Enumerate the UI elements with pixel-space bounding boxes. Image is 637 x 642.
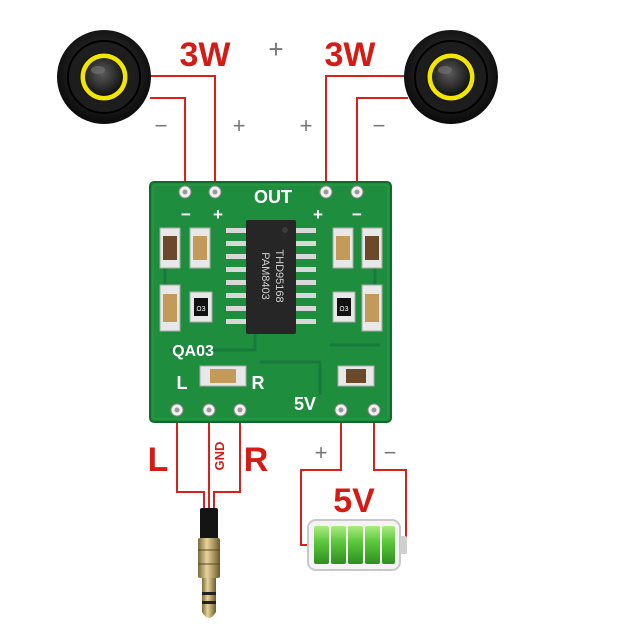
left-components: Ω3 [159, 227, 213, 332]
speaker-wires [150, 75, 408, 192]
audio-right-label: R [244, 441, 269, 479]
audio-jack-plug [198, 508, 220, 618]
board-out-plus-right: + [313, 205, 323, 224]
left-speaker-power-label: 3W [180, 36, 232, 74]
wire-left-speaker-plus [150, 75, 216, 192]
board-model-label: QA03 [172, 343, 214, 360]
input-wires [176, 410, 241, 510]
wire-right-speaker-plus [325, 75, 408, 192]
wire-left-speaker-minus [150, 97, 186, 192]
right-speaker-plus-label: + [300, 113, 313, 138]
left-speaker-plus-label: + [233, 113, 246, 138]
output-pads [178, 185, 364, 199]
left-speaker [57, 30, 151, 124]
chip-marking-line1: PAM8403 [259, 252, 271, 300]
plug-icon [200, 508, 218, 540]
battery [307, 519, 407, 571]
chip-marking-line2: THD95168 [273, 249, 285, 302]
wire-audio-left [176, 410, 205, 510]
power-plus-label: + [315, 440, 328, 465]
board-out-minus-left: − [181, 205, 191, 224]
board-input-right-label: R [252, 373, 265, 393]
board-input-left-label: L [177, 373, 188, 393]
wire-power-plus [300, 410, 342, 546]
left-speaker-minus-label: − [155, 113, 168, 138]
audio-gnd-label: GND [212, 442, 227, 471]
wire-audio-right [213, 410, 241, 510]
right-components: Ω3 [332, 227, 383, 332]
board-supply-label: 5V [294, 394, 316, 414]
pcb-board: OUT − + + − Ω3 Ω3 [149, 181, 392, 423]
power-plus-symbol: + [268, 34, 283, 64]
input-pads [170, 403, 381, 417]
right-resistor-code: Ω3 [339, 306, 348, 313]
amplifier-chip: PAM8403 THD95168 [226, 220, 316, 334]
wire-right-speaker-minus [356, 97, 408, 192]
power-minus-label: − [384, 440, 397, 465]
board-out-minus-right: − [352, 205, 362, 224]
audio-left-label: L [148, 441, 169, 479]
board-out-plus-left: + [213, 205, 223, 224]
left-resistor-code: Ω3 [196, 306, 205, 313]
board-out-label: OUT [254, 187, 292, 207]
right-speaker-power-label: 3W [325, 36, 377, 74]
right-speaker [404, 30, 498, 124]
power-voltage-label: 5V [333, 482, 375, 520]
right-speaker-minus-label: − [373, 113, 386, 138]
